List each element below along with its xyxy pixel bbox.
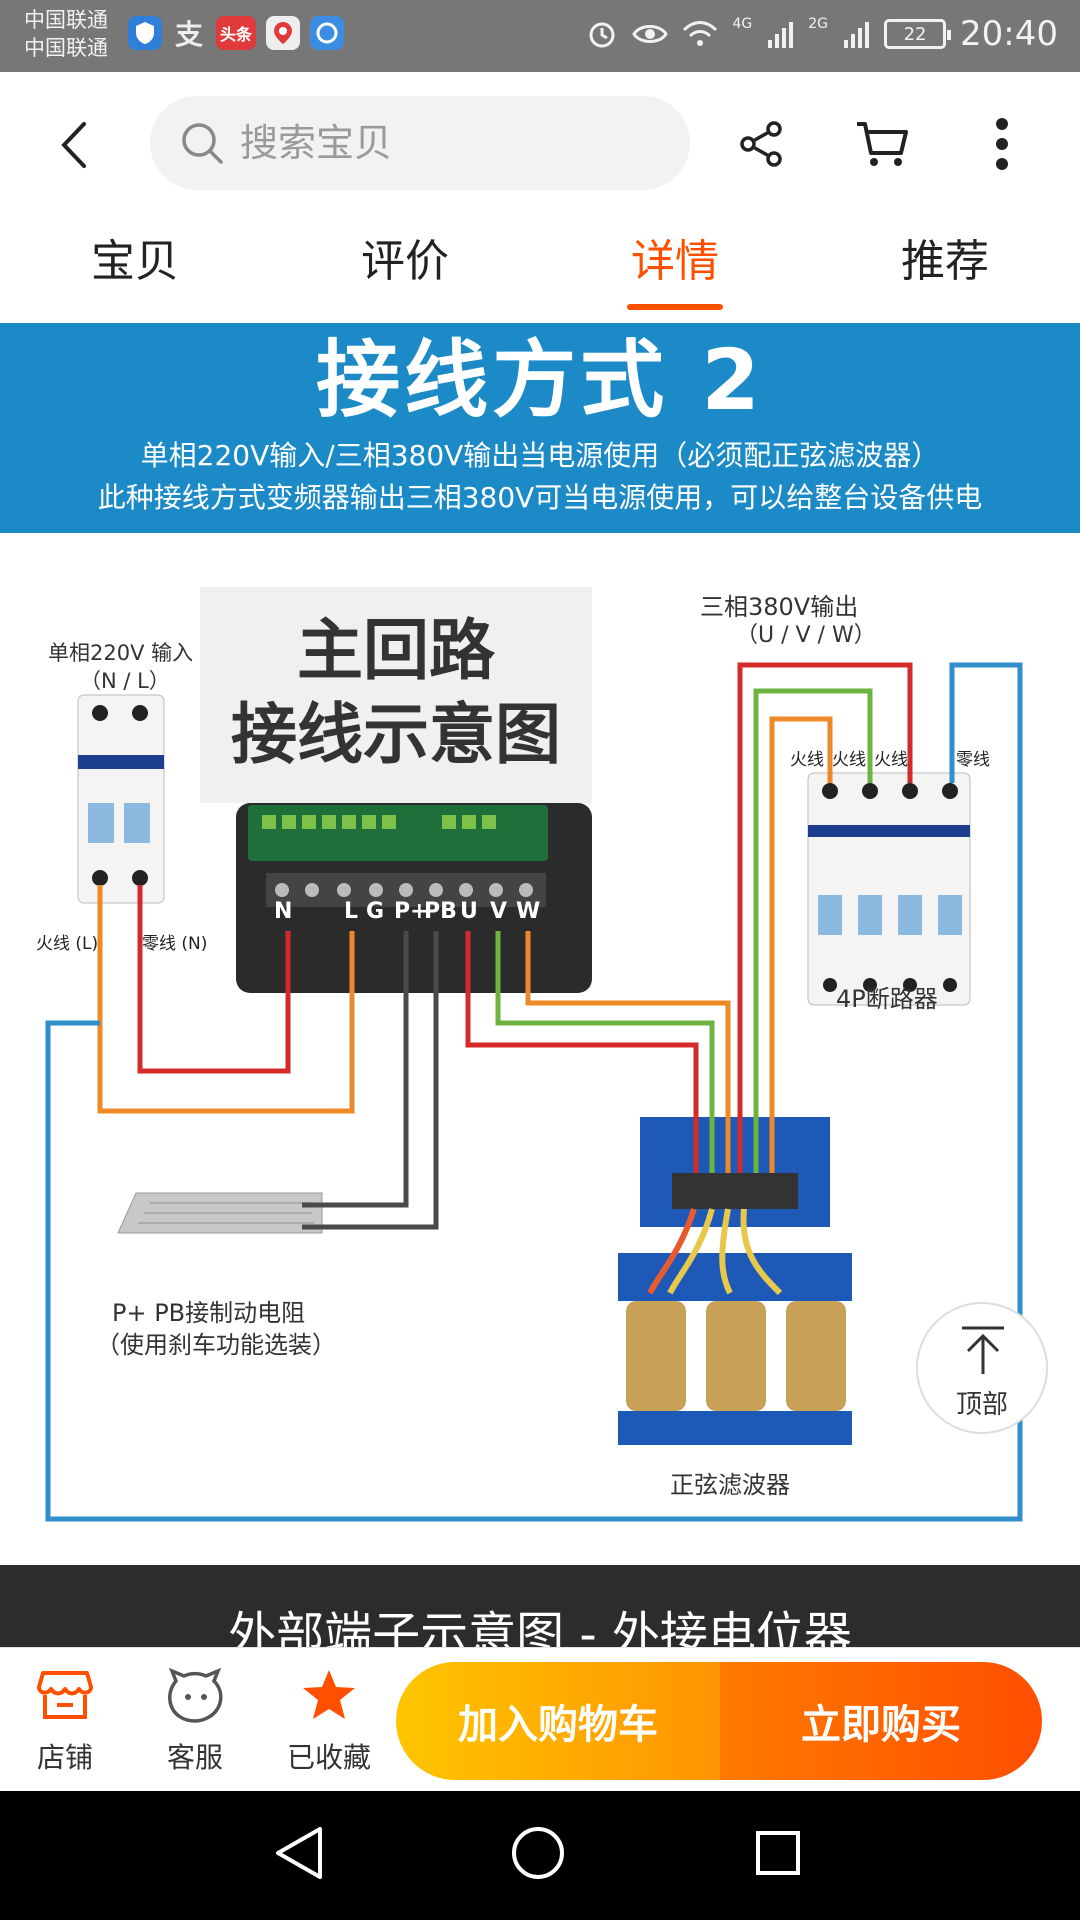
share-button[interactable]: [730, 112, 794, 176]
sine-filter-label: 正弦滤波器: [670, 1471, 790, 1499]
phase-label-3: 火线: [874, 750, 908, 770]
chevron-left-icon: [61, 122, 86, 168]
phase-label-4: 零线: [956, 750, 990, 770]
wiring-diagram: 主回路 接线示意图 单相220V 输入 （N / L） 火线 (L) 零线 (N…: [0, 533, 1080, 1565]
back-to-top-label: 顶部: [955, 1390, 1008, 1420]
customer-service-icon: [168, 1667, 223, 1723]
search-input[interactable]: [240, 121, 670, 165]
eye-icon: [632, 25, 669, 43]
banner-line-1: 单相220V输入/三相380V输出当电源使用（必须配正弦滤波器）: [140, 439, 940, 472]
bottom-action-bar: 店铺 客服 已收藏 加入购物车 立即购买: [0, 1647, 1080, 1791]
signal-icon-2: [844, 22, 870, 48]
more-button[interactable]: [970, 112, 1034, 176]
status-bar: 中国联通 中国联通 支 头条 4G 2G 22 20:40: [0, 0, 1080, 72]
cart-button[interactable]: [850, 112, 914, 176]
notification-icons: 支 头条: [128, 16, 344, 51]
neutral-wire-label: 零线 (N): [142, 934, 208, 954]
tab-bar: 宝贝 评价 详情 推荐: [0, 222, 1080, 322]
status-right: 4G 2G 22 20:40: [586, 14, 1058, 54]
tab-reviews[interactable]: 评价: [361, 236, 449, 287]
add-to-cart-button[interactable]: 加入购物车: [396, 1662, 720, 1780]
resistor-label-2: （使用刹车功能选装）: [96, 1331, 336, 1359]
breaker-4p: [807, 772, 971, 1006]
brake-resistor: [117, 1192, 323, 1234]
detail-banner: 接线方式 2 单相220V输入/三相380V输出当电源使用（必须配正弦滤波器） …: [0, 323, 1080, 533]
tab-details[interactable]: 详情: [540, 222, 810, 322]
resistor-label-1: P+ PB接制动电阻: [112, 1299, 306, 1327]
next-section-header: 外部端子示意图 - 外接电位器: [0, 1565, 1080, 1647]
shield-icon: [128, 16, 162, 50]
toutiao-icon: 头条: [216, 16, 256, 50]
diagram-title-line-2: 接线示意图: [231, 696, 561, 773]
shop-icon: [37, 1671, 93, 1719]
nav-back-button[interactable]: [270, 1823, 336, 1889]
alarm-icon: [589, 22, 615, 48]
phase-label-2: 火线: [832, 750, 866, 770]
network-2g: 2G: [808, 16, 829, 32]
carrier-1: 中国联通: [24, 8, 108, 32]
diagram-title-line-1: 主回路: [297, 612, 495, 689]
shop-button[interactable]: 店铺: [10, 1662, 120, 1776]
buy-now-button[interactable]: 立即购买: [720, 1662, 1042, 1780]
clock: 20:40: [960, 14, 1058, 54]
wifi-icon: [683, 21, 718, 46]
cart-icon: [857, 122, 908, 166]
wires: [45, 662, 1023, 1522]
signal-icon-1: [768, 22, 794, 48]
back-button[interactable]: [54, 120, 114, 190]
output-label: 三相380V输出: [700, 593, 859, 621]
search-icon: [182, 123, 223, 164]
terminal-l: L: [344, 899, 359, 924]
system-nav-bar: [0, 1791, 1080, 1920]
square-recents-icon: [756, 1831, 800, 1875]
search-bar[interactable]: [150, 96, 690, 190]
terminal-pb: PB: [424, 899, 457, 924]
baidu-icon: [266, 16, 300, 50]
share-icon: [740, 121, 782, 167]
output-sub-label: （U / V / W）: [736, 623, 876, 648]
more-vertical-icon: [996, 118, 1008, 170]
tab-recommend[interactable]: 推荐: [901, 236, 989, 287]
next-section-title: 外部端子示意图 - 外接电位器: [228, 1607, 852, 1647]
terminal-n: N: [274, 899, 293, 924]
terminal-p-plus: P+: [394, 899, 429, 924]
top-header: 宝贝 评价 详情 推荐: [0, 72, 1080, 322]
input-sub-label: （N / L）: [80, 669, 170, 693]
carrier-2: 中国联通: [24, 36, 108, 60]
favorite-button[interactable]: 已收藏: [274, 1662, 384, 1776]
shop-label: 店铺: [36, 1741, 93, 1774]
customer-service-button[interactable]: 客服: [140, 1662, 250, 1776]
browser-icon: [310, 16, 344, 50]
live-wire-label: 火线 (L): [36, 934, 99, 954]
network-4g: 4G: [732, 16, 753, 32]
wiring-diagram-graphic: [45, 662, 1023, 1522]
carrier-info: 中国联通 中国联通: [24, 6, 108, 62]
nav-recents-button[interactable]: [748, 1823, 814, 1889]
banner-title: 接线方式 2: [316, 331, 764, 429]
terminal-g: G: [366, 899, 385, 924]
banner-line-2: 此种接线方式变频器输出三相380V可当电源使用，可以给整台设备供电: [97, 481, 983, 514]
triangle-back-icon: [276, 1827, 322, 1879]
circle-home-icon: [512, 1827, 564, 1879]
arrow-up-icon: [962, 1326, 1004, 1374]
tab-baobei[interactable]: 宝贝: [91, 236, 179, 287]
input-label: 单相220V 输入: [48, 641, 194, 665]
star-icon: [303, 1670, 355, 1719]
diagram-title-card: 主回路 接线示意图: [200, 587, 592, 803]
terminal-v: V: [490, 899, 508, 924]
alipay-icon: 支: [174, 18, 203, 51]
terminal-w: W: [516, 899, 541, 924]
sine-filter: [618, 1117, 852, 1445]
breaker-2p: [77, 694, 165, 904]
inverter-unit: [236, 803, 592, 993]
customer-service-label: 客服: [166, 1741, 223, 1774]
back-to-top-button[interactable]: 顶部: [916, 1302, 1048, 1434]
phase-label-1: 火线: [790, 750, 824, 770]
battery-indicator: 22: [884, 19, 952, 49]
nav-home-button[interactable]: [508, 1823, 574, 1889]
terminal-u: U: [460, 899, 478, 924]
favorite-label: 已收藏: [286, 1741, 371, 1774]
breaker-4p-label: 4P断路器: [836, 985, 938, 1013]
